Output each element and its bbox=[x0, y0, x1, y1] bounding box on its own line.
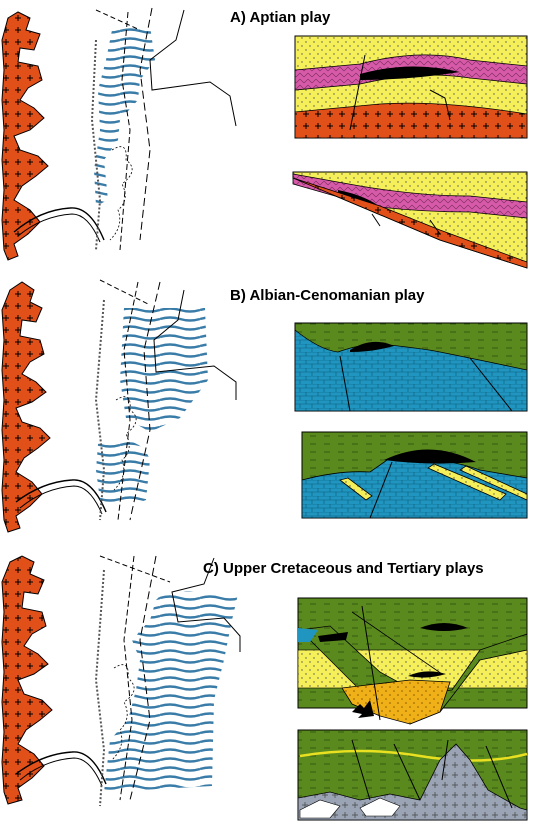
panel-c-river-bank bbox=[19, 757, 103, 787]
panel-b-title: B) Albian-Cenomanian play bbox=[230, 287, 425, 304]
panel-c-section-2 bbox=[297, 729, 528, 821]
panel-b-fault-1 bbox=[99, 279, 151, 306]
panel-b-basin-fill-upper bbox=[120, 308, 208, 432]
panel-c-arrow bbox=[352, 700, 374, 718]
panel-a-fault-1 bbox=[95, 9, 141, 31]
panel-b-section-1 bbox=[294, 322, 528, 412]
panel-b-river bbox=[15, 479, 107, 513]
panel-c-structure-line bbox=[171, 557, 241, 652]
panel-a-river bbox=[13, 207, 105, 241]
panel-b-structure-line bbox=[153, 289, 237, 400]
panel-c-basement-margin bbox=[1, 555, 53, 805]
panel-a-basement-margin bbox=[1, 11, 49, 261]
panel-a: A) Aptian play bbox=[1, 7, 528, 269]
panel-c-river bbox=[15, 751, 107, 785]
panel-a-outline bbox=[109, 146, 133, 241]
panel-b: B) Albian-Cenomanian play bbox=[1, 279, 528, 533]
panel-b-basement-margin bbox=[1, 281, 51, 533]
panel-a-river-bank bbox=[17, 213, 101, 243]
panel-c: C) Upper Cretaceous and Tertiary plays bbox=[1, 555, 528, 821]
panel-c-section-1 bbox=[297, 597, 528, 725]
panel-a-structure-line bbox=[149, 9, 237, 127]
panel-a-section-1 bbox=[294, 35, 528, 139]
panel-a-title: A) Aptian play bbox=[230, 9, 331, 26]
panel-c-fault-4 bbox=[94, 569, 106, 807]
panel-a-fault-3 bbox=[139, 7, 153, 241]
panel-a-fault-4 bbox=[90, 39, 102, 251]
panel-a-section-2 bbox=[292, 171, 528, 269]
panel-c-fault-3 bbox=[129, 555, 157, 801]
panel-a-fault-2 bbox=[119, 11, 131, 251]
panel-c-fault-1 bbox=[99, 555, 171, 583]
panel-c-basin-fill bbox=[104, 590, 238, 792]
panel-b-river-bank bbox=[19, 485, 103, 515]
panel-b-outline bbox=[113, 396, 137, 491]
panel-c-title: C) Upper Cretaceous and Tertiary plays bbox=[203, 560, 484, 577]
panel-c-outline bbox=[111, 664, 135, 761]
panel-b-fault-3 bbox=[129, 281, 161, 521]
panel-b-section-2 bbox=[301, 431, 528, 519]
